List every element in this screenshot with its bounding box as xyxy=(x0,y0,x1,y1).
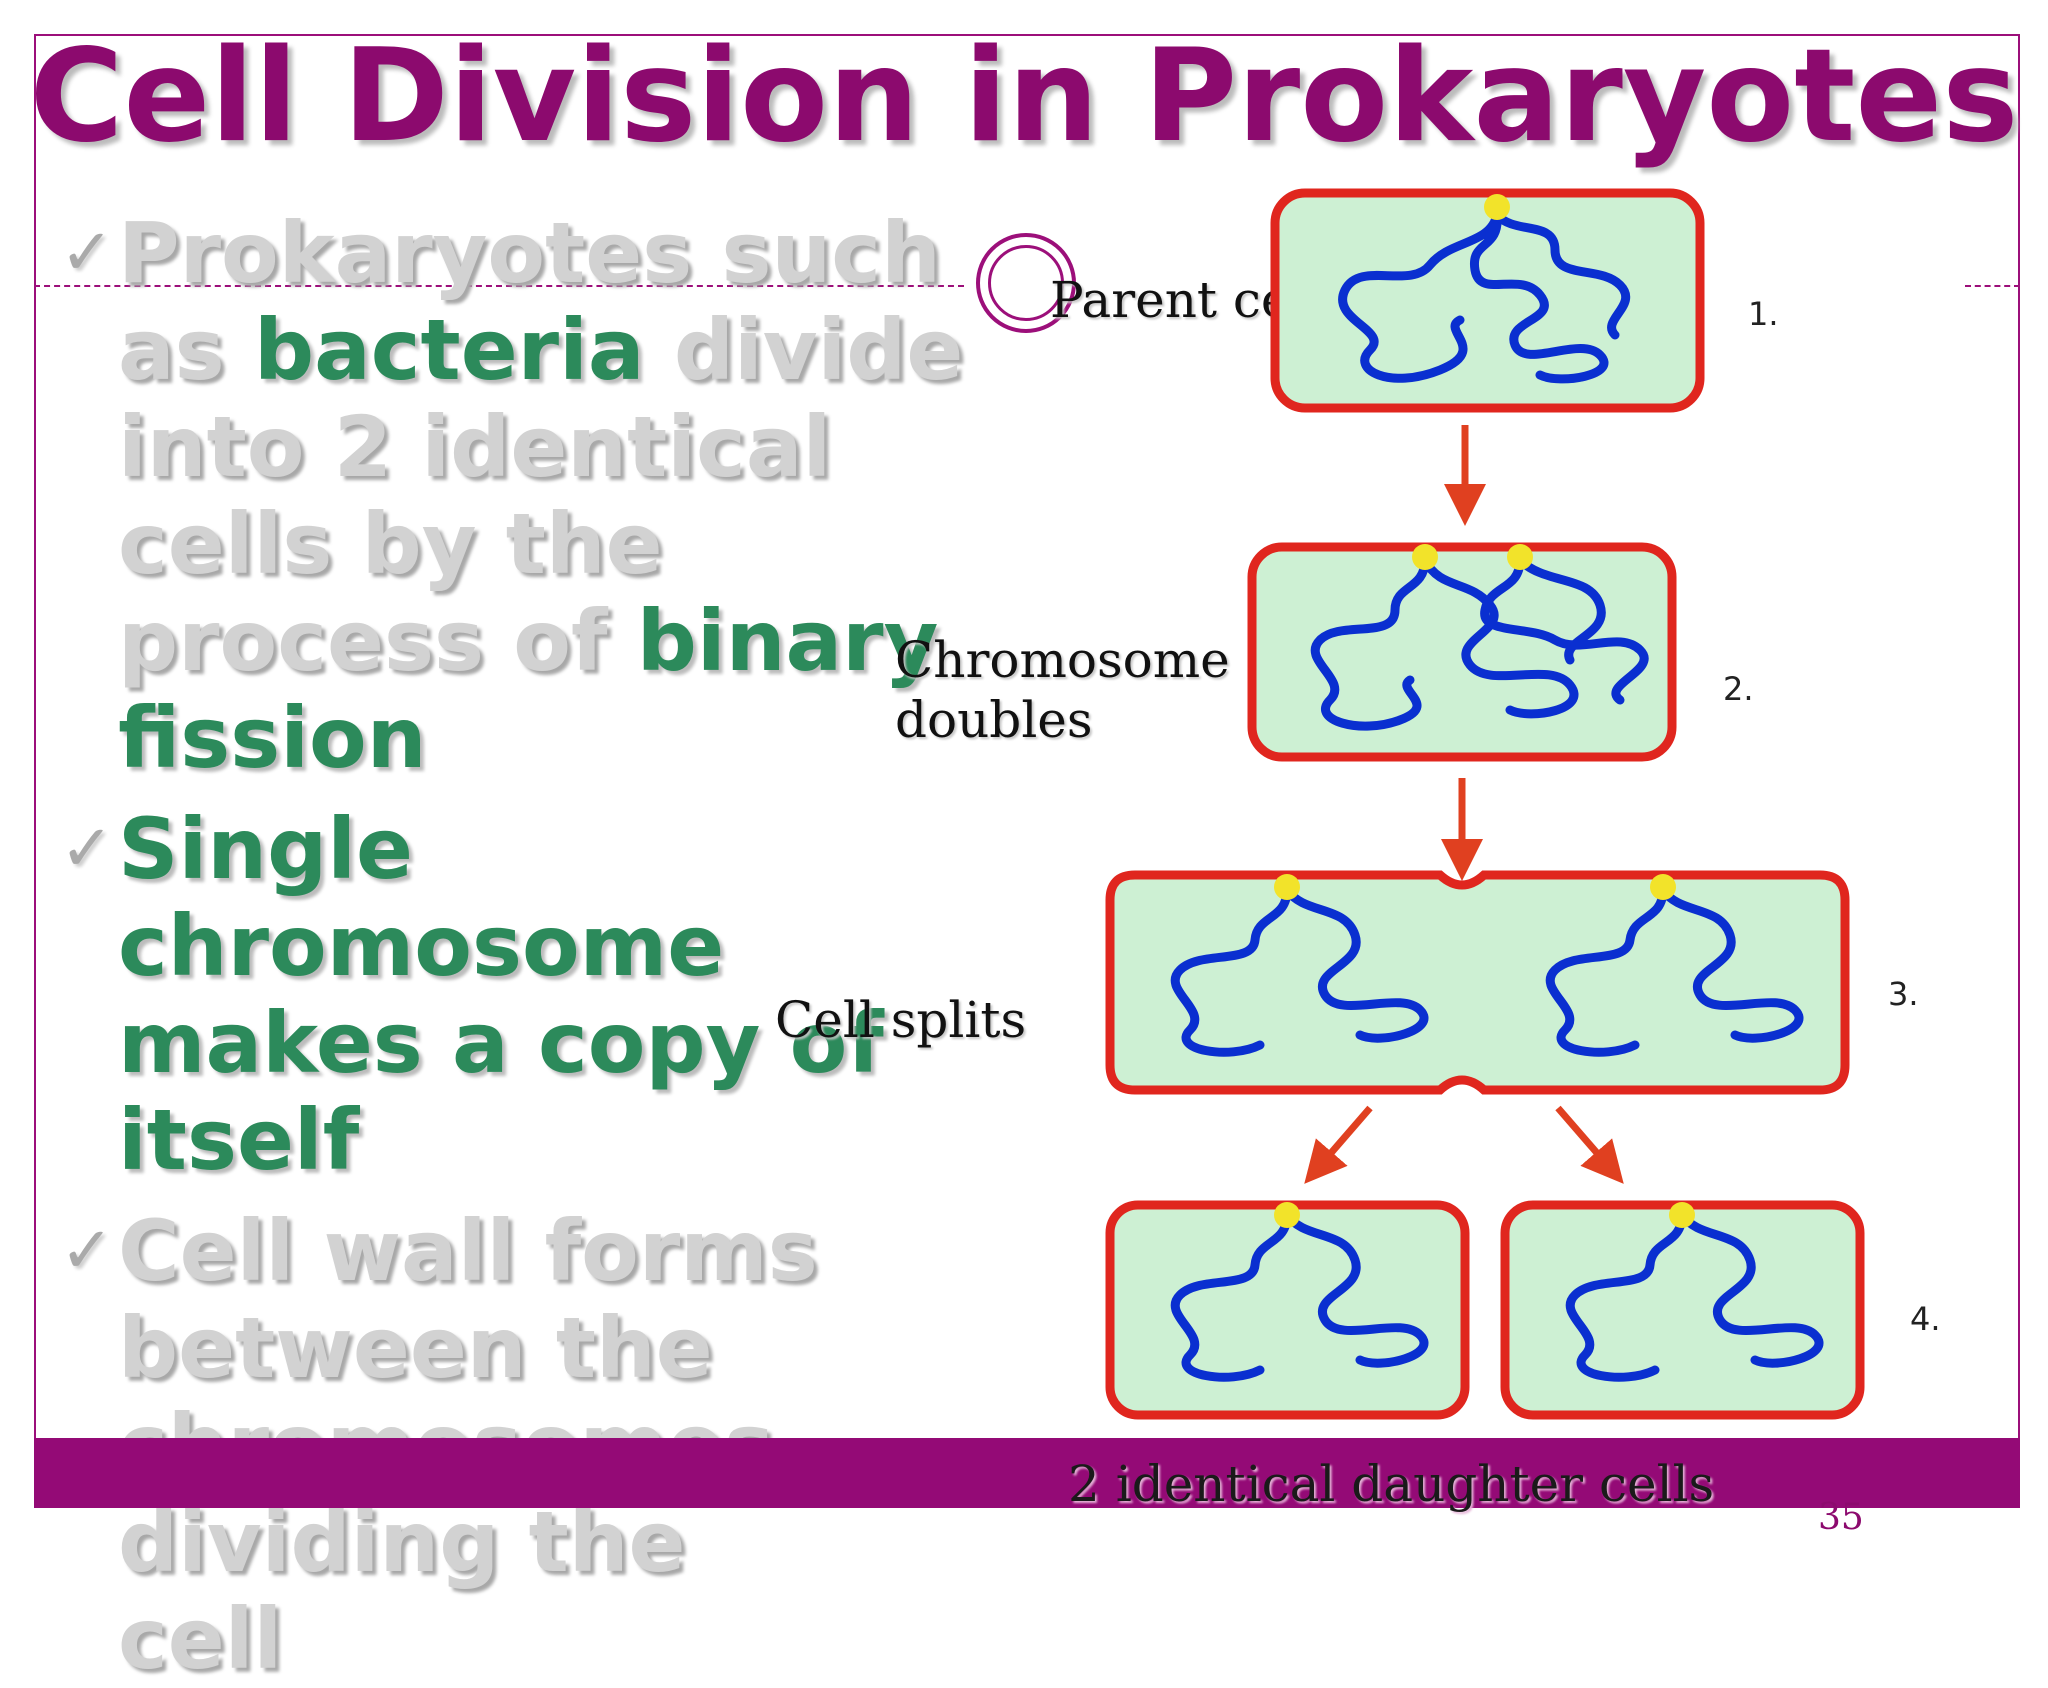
slide: Cell Division in Prokaryotes ✓ Prokaryot… xyxy=(29,22,2020,1688)
dividing-cell xyxy=(1105,870,1850,1095)
footer-bar xyxy=(34,1438,2020,1508)
step-number: 4. xyxy=(1910,1300,1941,1338)
label-cell-splits: Cell splits xyxy=(775,991,1027,1049)
arrow-diagonal-right xyxy=(1555,1105,1624,1184)
bullet-text-highlight: Single chromosome makes a copy of itself xyxy=(118,800,884,1189)
checkmark-icon: ✓ xyxy=(60,1214,114,1288)
bullet-text-segment: Prokaryotes such as xyxy=(118,204,941,399)
page-number: 35 xyxy=(1818,1497,1864,1538)
parent-cell xyxy=(1270,188,1705,413)
dashed-divider-left xyxy=(34,285,964,287)
circle-ornament-icon xyxy=(976,233,1076,333)
bullet-list: ✓ Prokaryotes such as bacteria divide in… xyxy=(60,205,1020,1688)
arrow-diagonal-left xyxy=(1304,1105,1373,1184)
bullet-text-highlight: bacteria xyxy=(253,301,645,399)
step-number: 1. xyxy=(1748,295,1779,333)
label-daughter-cells: 2 identical daughter cells xyxy=(1068,1455,1715,1513)
slide-title: Cell Division in Prokaryotes xyxy=(29,22,2019,171)
checkmark-icon: ✓ xyxy=(60,812,114,886)
step-number: 3. xyxy=(1888,975,1919,1013)
binary-fission-diagram: 1. 2. 3. xyxy=(1105,188,1941,1420)
bullet-binary-fission: ✓ Prokaryotes such as bacteria divide in… xyxy=(60,205,1020,787)
doubling-cell xyxy=(1247,542,1677,762)
bullet-text-segment: divide into 2 identical cells by the pro… xyxy=(118,301,964,690)
label-chromosome-doubles: Chromosome doubles xyxy=(895,631,1230,749)
checkmark-icon: ✓ xyxy=(60,216,114,290)
dashed-divider-right xyxy=(1965,285,2020,287)
daughter-cell-right xyxy=(1500,1200,1865,1420)
daughter-cell-left xyxy=(1105,1200,1470,1420)
step-number: 2. xyxy=(1723,670,1754,708)
bullet-chromosome-copy: ✓ Single chromosome makes a copy of itse… xyxy=(60,801,1020,1189)
bullet-text-highlight: binary fission xyxy=(118,592,939,787)
